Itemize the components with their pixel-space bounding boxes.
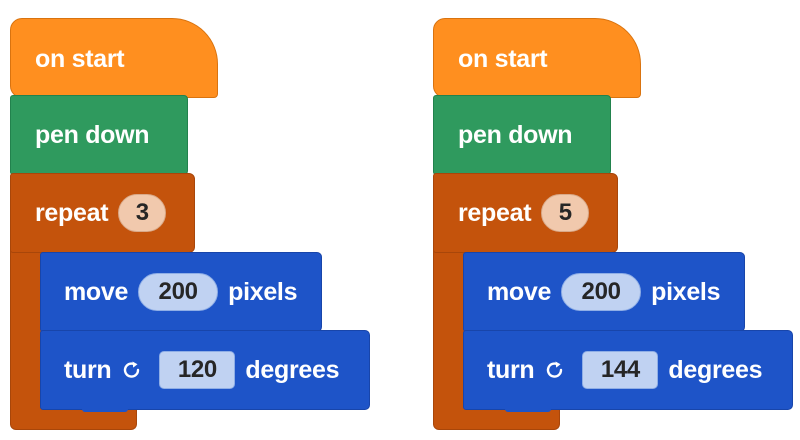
- rotate-clockwise-icon: [121, 359, 143, 381]
- block-label: pen down: [35, 120, 150, 149]
- turn-angle-input[interactable]: 144: [582, 351, 659, 389]
- repeat-count-input[interactable]: 5: [541, 194, 590, 232]
- block-label: turn: [64, 355, 112, 384]
- repeat-block-arm: [433, 240, 465, 412]
- repeat-block[interactable]: repeat 3: [10, 173, 195, 253]
- repeat-block[interactable]: repeat 5: [433, 173, 618, 253]
- on-start-block[interactable]: on start: [433, 18, 641, 98]
- block-label: turn: [487, 355, 535, 384]
- on-start-block[interactable]: on start: [10, 18, 218, 98]
- move-block[interactable]: move 200 pixels: [463, 252, 745, 332]
- repeat-count-input[interactable]: 3: [118, 194, 167, 232]
- move-distance-input[interactable]: 200: [561, 273, 642, 311]
- block-unit-label: degrees: [668, 355, 763, 384]
- turn-block[interactable]: turn 120 degrees: [40, 330, 370, 410]
- block-label: repeat: [458, 198, 532, 227]
- connector-notch: [505, 240, 551, 254]
- pen-down-block[interactable]: pen down: [433, 95, 611, 175]
- block-label: move: [487, 277, 552, 306]
- block-unit-label: pixels: [228, 277, 298, 306]
- connector-notch: [82, 240, 128, 254]
- code-stack-left: on start pen down repeat 3 move 200 pixe…: [10, 18, 370, 430]
- block-label: repeat: [35, 198, 109, 227]
- block-label: move: [64, 277, 129, 306]
- move-block[interactable]: move 200 pixels: [40, 252, 322, 332]
- rotate-clockwise-icon: [544, 359, 566, 381]
- block-unit-label: degrees: [245, 355, 340, 384]
- block-label: pen down: [458, 120, 573, 149]
- move-distance-input[interactable]: 200: [138, 273, 219, 311]
- connector-notch: [505, 398, 551, 412]
- repeat-block-arm: [10, 240, 42, 412]
- block-label: on start: [458, 44, 548, 73]
- connector-notch: [82, 398, 128, 412]
- block-label: on start: [35, 44, 125, 73]
- code-stack-right: on start pen down repeat 5 move 200 pixe…: [423, 0, 800, 440]
- turn-angle-input[interactable]: 120: [159, 351, 236, 389]
- turn-block[interactable]: turn 144 degrees: [463, 330, 793, 410]
- block-unit-label: pixels: [651, 277, 721, 306]
- pen-down-block[interactable]: pen down: [10, 95, 188, 175]
